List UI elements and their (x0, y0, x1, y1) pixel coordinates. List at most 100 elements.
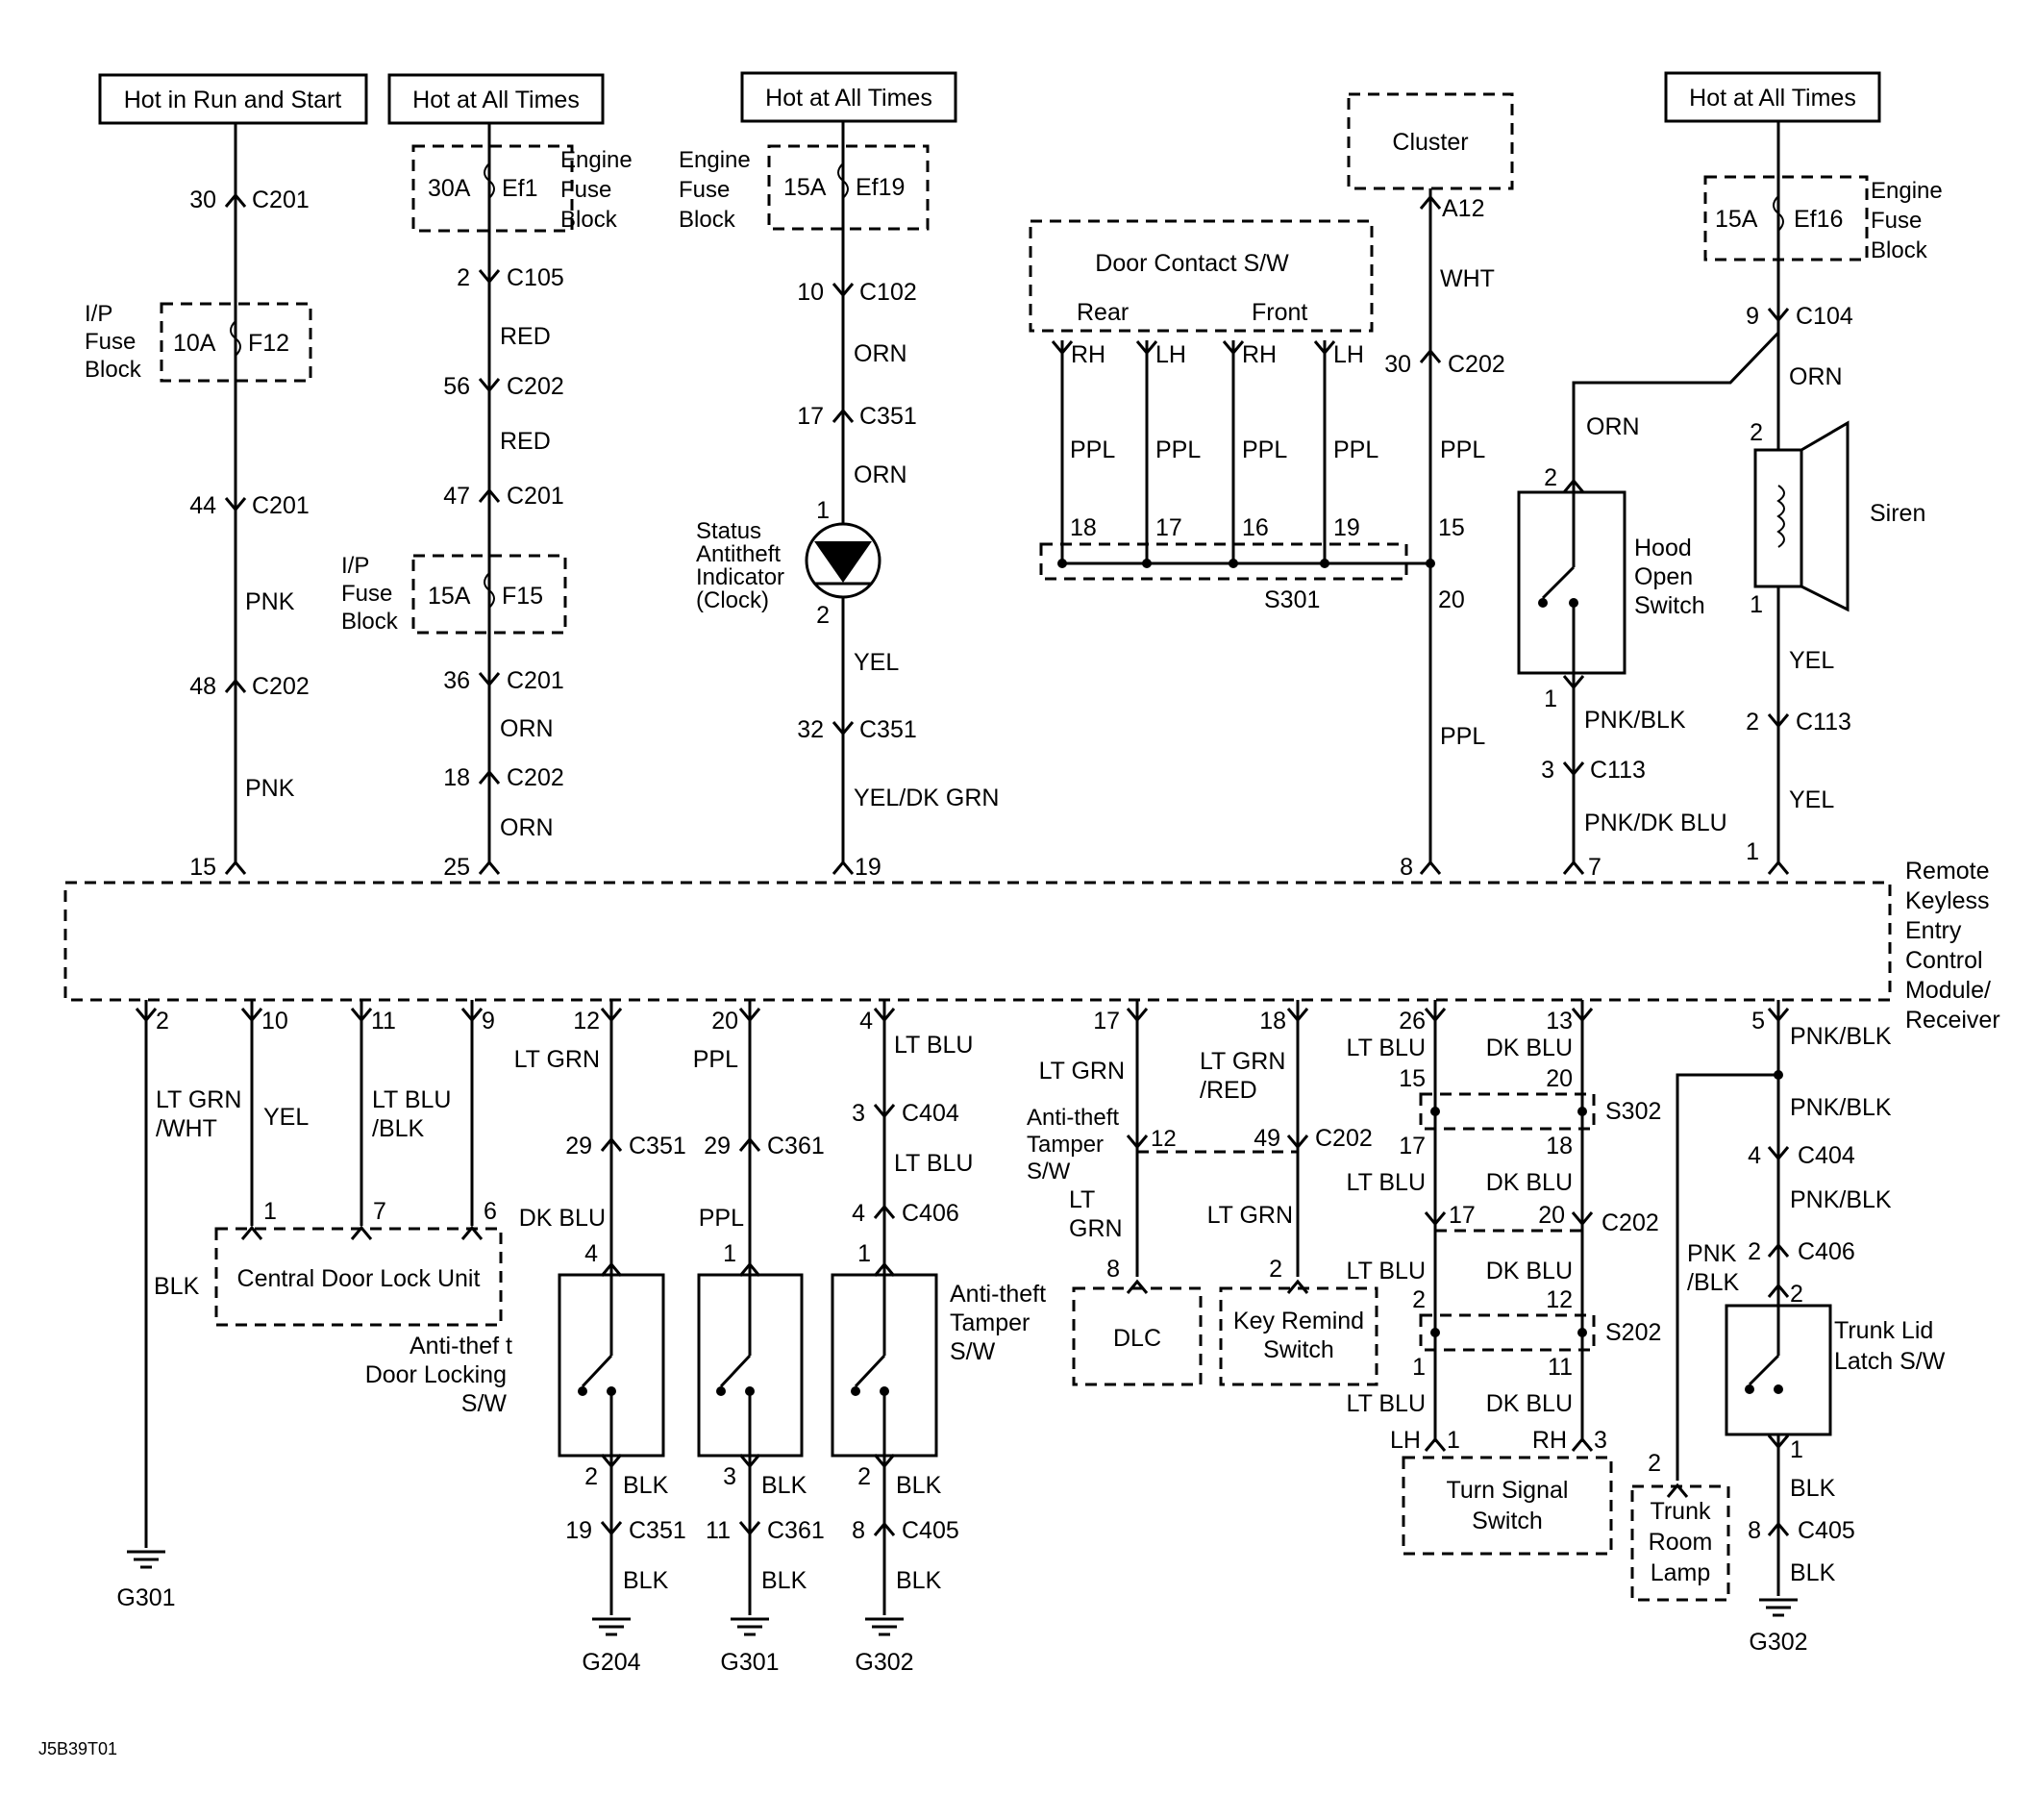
circuit-col1: 30 C201 10A F12 I/P Fuse Block 44 C201 P… (85, 123, 312, 881)
svg-text:S/W: S/W (1027, 1159, 1071, 1184)
svg-text:Tamper: Tamper (1027, 1132, 1104, 1158)
svg-text:YEL/DK GRN: YEL/DK GRN (854, 785, 999, 811)
svg-text:C202: C202 (252, 673, 310, 700)
svg-text:2: 2 (584, 1463, 598, 1490)
svg-text:Control: Control (1905, 947, 1983, 974)
svg-text:Switch: Switch (1472, 1508, 1543, 1534)
svg-text:Fuse: Fuse (341, 581, 392, 607)
key-remind-switch (1219, 1286, 1378, 1386)
svg-text:44: 44 (189, 492, 216, 519)
svg-text:3: 3 (723, 1463, 736, 1490)
svg-text:8: 8 (852, 1517, 865, 1544)
svg-text:19: 19 (565, 1517, 592, 1544)
svg-text:Turn Signal: Turn Signal (1447, 1477, 1569, 1504)
svg-text:47: 47 (443, 483, 470, 510)
svg-text:Central Door Lock Unit: Central Door Lock Unit (237, 1265, 481, 1292)
svg-text:LT BLU: LT BLU (372, 1086, 451, 1113)
svg-text:Hot at All Times: Hot at All Times (1689, 85, 1856, 112)
power-source-box-hot-1: Hot at All Times (387, 73, 605, 125)
svg-text:10: 10 (797, 279, 824, 306)
svg-text:18: 18 (1546, 1133, 1573, 1159)
svg-text:30: 30 (189, 187, 216, 213)
svg-text:Switch: Switch (1263, 1336, 1334, 1363)
svg-text:LH: LH (1155, 341, 1186, 368)
cluster-circuit: Cluster A12 WHT 30 C202 PPL 15 20 PPL 8 (1347, 92, 1514, 881)
svg-text:C201: C201 (507, 483, 564, 510)
svg-text:(Clock): (Clock) (696, 587, 769, 613)
svg-text:2: 2 (1544, 464, 1557, 491)
svg-text:19: 19 (855, 854, 881, 881)
svg-text:DK BLU: DK BLU (1486, 1390, 1573, 1417)
svg-text:ORN: ORN (500, 715, 554, 742)
svg-text:PPL: PPL (1242, 436, 1287, 463)
svg-text:Hot at All Times: Hot at All Times (412, 87, 580, 113)
svg-text:G301: G301 (720, 1649, 779, 1676)
svg-text:ORN: ORN (854, 340, 907, 367)
svg-text:56: 56 (443, 373, 470, 400)
svg-text:YEL: YEL (854, 649, 899, 676)
power-source-box-hot-3: Hot at All Times (1664, 71, 1881, 123)
door-locking-switch-circuit: 12 LT GRN 29 C351 DK BLU 4 2 BLK 19 C351… (514, 1000, 686, 1676)
svg-text:17: 17 (797, 403, 824, 430)
svg-text:S202: S202 (1605, 1319, 1661, 1346)
svg-text:C202: C202 (1315, 1125, 1373, 1152)
svg-text:15A: 15A (428, 583, 471, 610)
svg-text:DK BLU: DK BLU (1486, 1258, 1573, 1284)
svg-text:15: 15 (189, 854, 216, 881)
svg-text:/WHT: /WHT (156, 1115, 217, 1142)
svg-text:3: 3 (1594, 1427, 1607, 1454)
svg-text:Module/: Module/ (1905, 977, 1991, 1004)
svg-text:8: 8 (1748, 1517, 1761, 1544)
svg-text:11: 11 (706, 1517, 731, 1544)
svg-text:Fuse: Fuse (679, 177, 730, 203)
svg-text:C201: C201 (507, 667, 564, 694)
svg-text:Cluster: Cluster (1392, 129, 1468, 156)
svg-text:S302: S302 (1605, 1098, 1661, 1125)
status-antitheft-indicator-icon (805, 522, 881, 599)
svg-text:8: 8 (1400, 854, 1413, 881)
svg-text:LT BLU: LT BLU (1347, 1258, 1426, 1284)
svg-text:Antitheft: Antitheft (696, 541, 781, 567)
svg-text:Anti-theft: Anti-theft (1027, 1105, 1119, 1131)
svg-text:17: 17 (1399, 1133, 1426, 1159)
svg-text:Switch: Switch (1634, 592, 1705, 619)
svg-text:3: 3 (1541, 757, 1554, 784)
svg-text:PNK/DK BLU: PNK/DK BLU (1584, 810, 1727, 836)
svg-text:Block: Block (560, 207, 618, 233)
svg-text:20: 20 (711, 1008, 738, 1035)
svg-text:Ef1: Ef1 (502, 175, 538, 202)
svg-text:Ef19: Ef19 (856, 174, 905, 201)
remote-keyless-entry-module: Remote Keyless Entry Control Module/ Rec… (63, 858, 2000, 1034)
svg-text:LH: LH (1390, 1427, 1421, 1454)
svg-text:36: 36 (443, 667, 470, 694)
svg-text:1: 1 (1412, 1354, 1426, 1381)
svg-text:Block: Block (1871, 237, 1928, 263)
svg-text:10: 10 (261, 1008, 288, 1035)
svg-text:C361: C361 (767, 1517, 825, 1544)
ip-fuse-block-f12 (160, 302, 312, 383)
svg-text:2: 2 (1750, 419, 1763, 446)
svg-text:PPL: PPL (693, 1046, 738, 1073)
svg-text:GRN: GRN (1069, 1215, 1123, 1242)
svg-text:C113: C113 (1590, 757, 1646, 784)
svg-text:1: 1 (1790, 1436, 1803, 1463)
svg-text:LT BLU: LT BLU (894, 1150, 973, 1177)
svg-text:Room: Room (1649, 1529, 1713, 1556)
svg-text:17: 17 (1155, 514, 1182, 541)
dlc-key-remind-circuit: 17 LT GRN 12 Anti-theft Tamper S/W LT GR… (1027, 1000, 1378, 1386)
svg-text:LT GRN: LT GRN (1207, 1202, 1293, 1229)
figure-code: J5B39T01 (38, 1739, 117, 1758)
svg-text:ORN: ORN (854, 461, 907, 488)
trunk-room-lamp (1630, 1484, 1730, 1602)
svg-text:PNK/BLK: PNK/BLK (1790, 1186, 1892, 1213)
svg-text:C405: C405 (902, 1517, 959, 1544)
svg-text:17: 17 (1449, 1202, 1476, 1229)
svg-text:6: 6 (484, 1198, 497, 1225)
svg-text:19: 19 (1333, 514, 1360, 541)
svg-text:LT BLU: LT BLU (1347, 1390, 1426, 1417)
svg-text:RED: RED (500, 323, 551, 350)
door-contact-switch: Door Contact S/W Rear Front RH LH RH LH … (1029, 219, 1435, 613)
svg-text:ORN: ORN (500, 814, 554, 841)
svg-text:RED: RED (500, 428, 551, 455)
svg-text:F12: F12 (248, 330, 289, 357)
